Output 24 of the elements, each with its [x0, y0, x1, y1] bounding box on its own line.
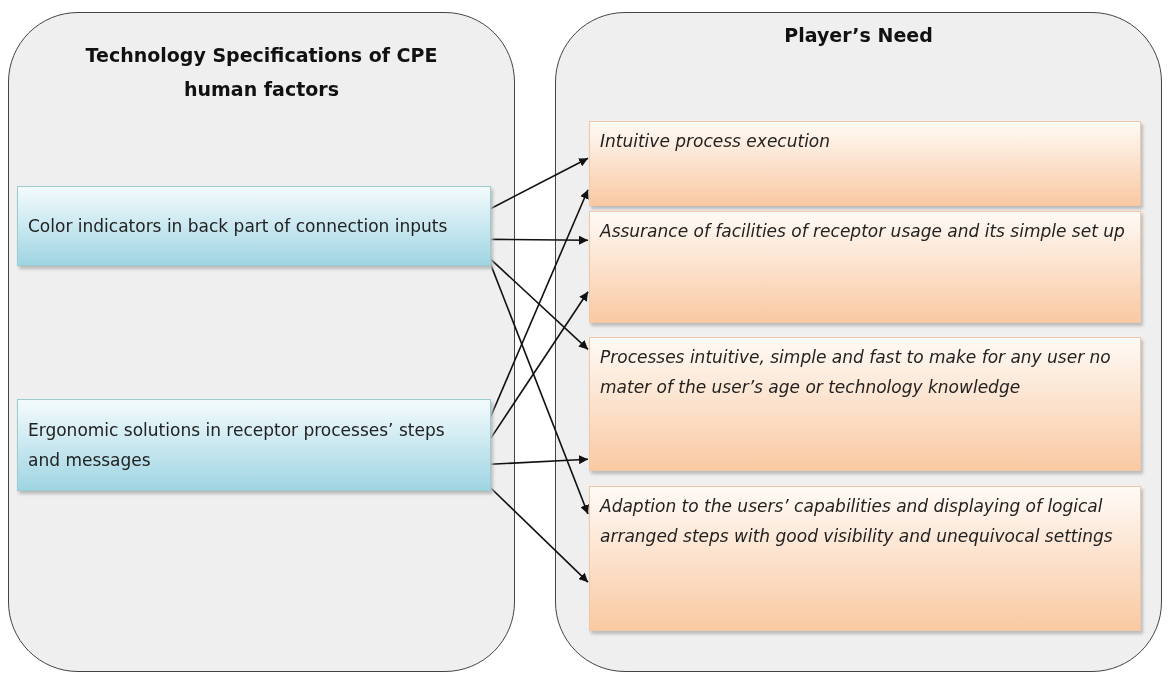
arrow [489, 257, 589, 351]
box-text: Adaption to the users’ capabilities and displaying of logical arranged steps with good visibility and unequivocal settings [600, 495, 1114, 548]
text-box [17, 186, 491, 266]
box-text: Processes intuitive, simple and fast to make for any user no mater of the user’s age or technology knowledge [600, 346, 1112, 399]
arrow [489, 290, 589, 441]
panel-heading: Player’s Need [783, 23, 934, 48]
group-panel [555, 12, 1162, 672]
text-box [589, 337, 1141, 471]
text-box [589, 486, 1141, 631]
arrow [489, 261, 589, 515]
text-box [589, 121, 1141, 206]
arrow [489, 235, 589, 245]
box-text: Ergonomic solutions in receptor processes’ steps and messages [28, 419, 446, 472]
box-text: Assurance of facilities of receptor usage and its simple set up [600, 220, 1125, 243]
arrow [489, 486, 589, 583]
box-text: Intuitive process execution [600, 130, 831, 153]
group-panel [8, 12, 515, 672]
box-text: Color indicators in back part of connection inputs [28, 215, 448, 238]
arrow [489, 157, 589, 210]
panel-heading: Technology Specifications of CPE human factors [84, 43, 439, 102]
text-box [17, 399, 491, 491]
text-box [589, 211, 1141, 323]
arrow [489, 455, 589, 466]
arrow [489, 188, 589, 420]
